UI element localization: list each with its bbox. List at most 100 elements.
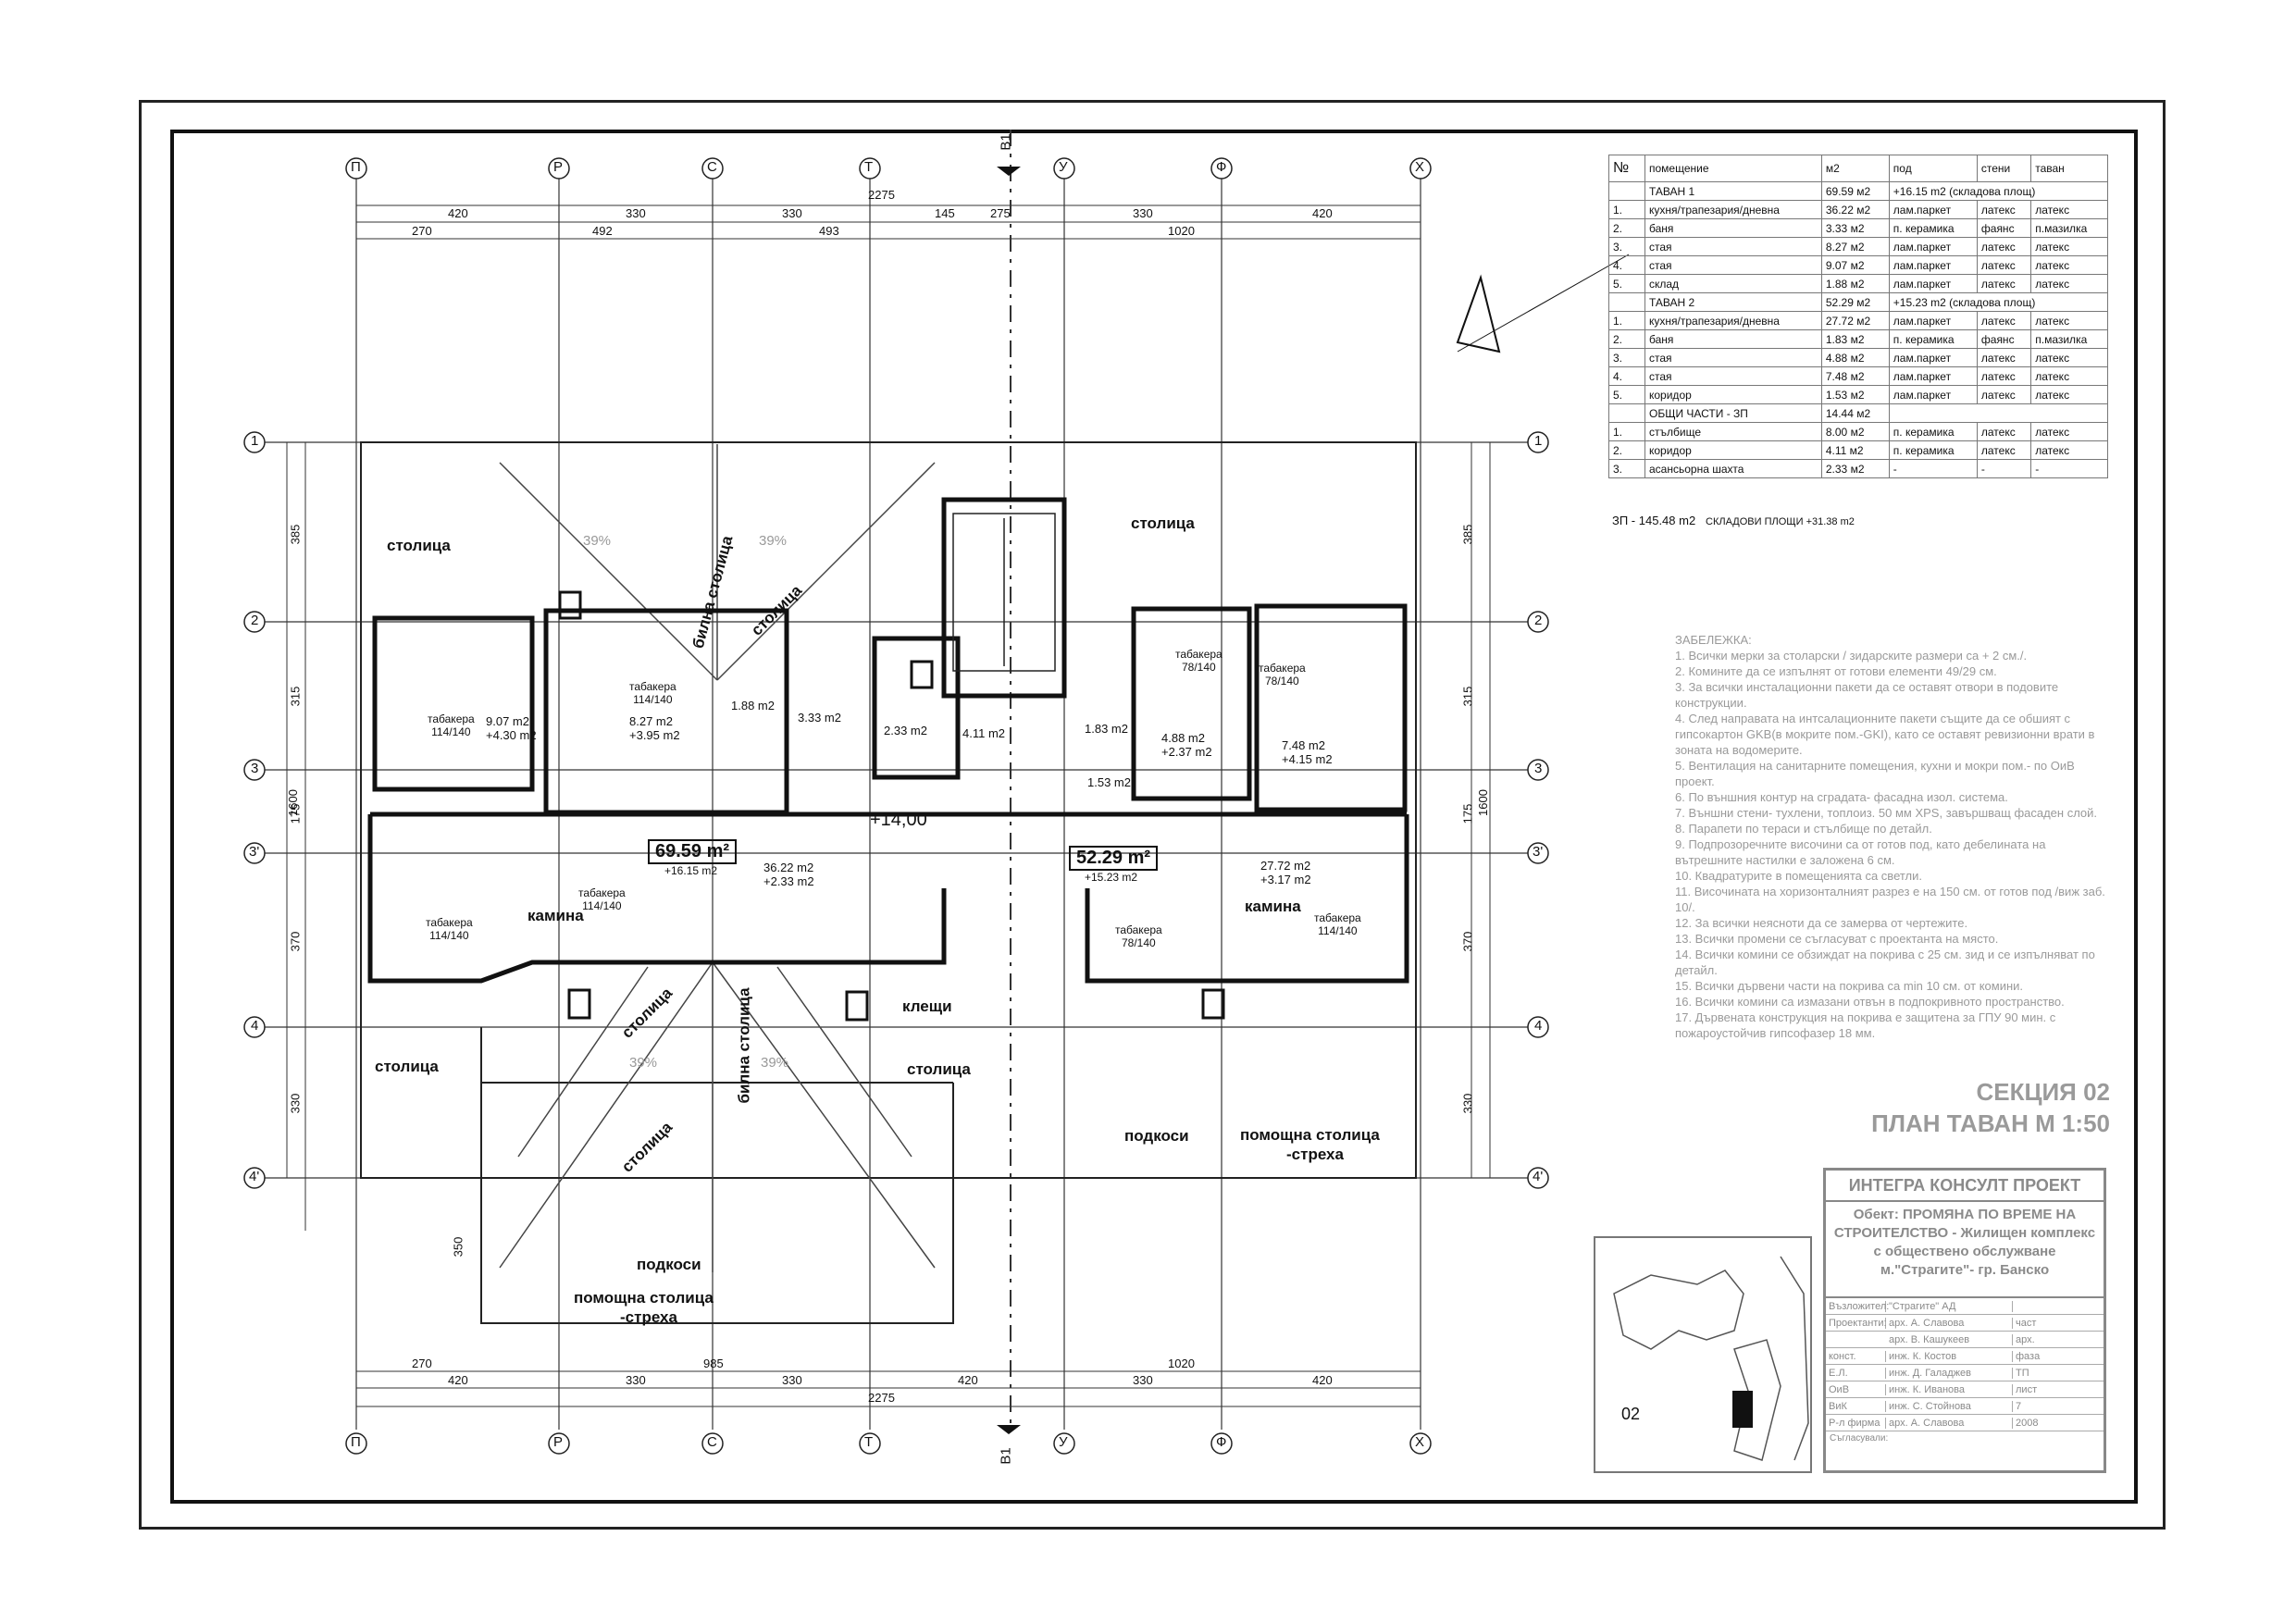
label-stolitsa: столица <box>375 1058 439 1075</box>
axis-label-side: 3 <box>1534 761 1543 776</box>
dim-side: 330 <box>1460 1093 1475 1114</box>
zp-summary: ЗП - 145.48 m2 <box>1612 514 1696 527</box>
room-label: 1.88 m2 <box>731 699 775 712</box>
label-pomoshtna-stolitsa: помощна столица <box>1240 1126 1380 1144</box>
label-stolitsa: столица <box>1131 514 1195 532</box>
dim-bottom: 1020 <box>1168 1357 1195 1370</box>
dim-top: 420 <box>448 206 468 220</box>
section-title: СЕКЦИЯ 02 ПЛАН ТАВАН М 1:50 <box>1832 1076 2110 1139</box>
label-kamina: камина <box>527 907 584 924</box>
label-pomoshtna-stolitsa: помощна столица <box>574 1289 714 1307</box>
axis-label-top: П <box>351 159 361 175</box>
dim-side-total: 1600 <box>1475 789 1490 816</box>
note-item: 2. Комините да се изпълнят от готови еле… <box>1675 664 1997 678</box>
side-label: Съгласували: <box>1830 1433 1889 1443</box>
area-tavan1-store: +16.15 m2 <box>664 864 718 877</box>
room-label: 9.07 m2+4.30 m2 <box>486 714 537 742</box>
note-item: 14. Всички комини се обзиждат на покрива… <box>1675 948 2095 977</box>
label-level: +14,00 <box>870 810 927 830</box>
dim-top: 145 <box>935 206 955 220</box>
notes-title: ЗАБЕЛЕЖКА: <box>1675 633 1752 647</box>
note-item: 15. Всички дървени части на покрива са m… <box>1675 979 2024 993</box>
axis-label-bottom: Т <box>864 1434 874 1450</box>
section-mark-top: B1 <box>998 133 1014 151</box>
area-tavan2: 52.29 m² <box>1069 846 1159 871</box>
storage-summary: СКЛАДОВИ ПЛОЩИ +31.38 m2 <box>1706 516 1855 527</box>
room-label: 1.53 m2 <box>1087 775 1131 789</box>
axis-label-bottom: Ф <box>1216 1434 1227 1450</box>
dim-top: 330 <box>626 206 646 220</box>
dim-bottom: 330 <box>1133 1373 1153 1387</box>
axis-label-bottom: У <box>1059 1434 1068 1450</box>
section-line-1: СЕКЦИЯ 02 <box>1976 1078 2111 1106</box>
section-line-2: ПЛАН ТАВАН М 1:50 <box>1871 1109 2110 1137</box>
room-label: 36.22 m2+2.33 m2 <box>763 861 814 888</box>
room-label: 3.33 m2 <box>798 711 841 725</box>
room-label: 8.27 m2+3.95 m2 <box>629 714 680 742</box>
dim-side: 370 <box>1460 931 1475 952</box>
room-label: 1.83 m2 <box>1085 722 1128 736</box>
note-item: 12. За всички неясноти да се замерва от … <box>1675 916 1968 930</box>
label-streha: -стреха <box>1286 1146 1344 1163</box>
dim-top: 493 <box>819 224 839 238</box>
dim-bottom: 330 <box>782 1373 802 1387</box>
dim-side: 175 <box>1460 803 1475 824</box>
axis-label-top: Х <box>1415 159 1425 175</box>
note-item: 5. Вентилация на санитарните помещения, … <box>1675 759 2075 788</box>
dim-top: 270 <box>412 224 432 238</box>
dim-bottom: 330 <box>626 1373 646 1387</box>
dim-total-top: 2275 <box>868 188 895 202</box>
room-label: 2.33 m2 <box>884 724 927 737</box>
axis-label-top: Р <box>553 159 564 175</box>
axis-label-side: 1 <box>251 433 259 449</box>
note-item: 7. Външни стени- тухлени, топлоиз. 50 мм… <box>1675 806 2098 820</box>
dim-side: 330 <box>288 1093 303 1114</box>
dim-top: 492 <box>592 224 613 238</box>
dim-bottom: 270 <box>412 1357 432 1370</box>
label-podkosi: подкоси <box>1124 1127 1189 1145</box>
axis-label-bottom: П <box>351 1434 361 1450</box>
inner-frame <box>170 130 2138 1504</box>
table-header: № помещение м2 под стени таван <box>1608 155 2108 182</box>
label-slope: 39% <box>761 1055 789 1071</box>
room-label: 4.88 m2+2.37 m2 <box>1161 731 1212 759</box>
section-mark-bottom: B1 <box>998 1447 1014 1465</box>
note-item: 13. Всички промени се съгласуват с проек… <box>1675 932 1999 946</box>
dim-side: 315 <box>1460 686 1475 707</box>
axis-label-side: 4' <box>249 1169 260 1184</box>
dim-total-bottom: 2275 <box>868 1391 895 1405</box>
axis-label-top: Т <box>864 159 874 175</box>
label-bilna-stolitsa: билна столица <box>735 987 753 1104</box>
dim-top: 330 <box>782 206 802 220</box>
area-summary: ЗП - 145.48 m2 СКЛАДОВИ ПЛОЩИ +31.38 m2 <box>1612 514 1855 527</box>
dim-top: 1020 <box>1168 224 1195 238</box>
label-slope: 39% <box>629 1055 658 1071</box>
note-item: 17. Дървената конструкция на покрива е з… <box>1675 1010 2056 1040</box>
note-item: 3. За всички инсталационни пакети да се … <box>1675 680 2059 710</box>
label-kamina: камина <box>1245 898 1301 915</box>
dim-side: 370 <box>288 931 303 952</box>
key-map-drawing <box>1613 1256 1809 1461</box>
label-kleshti: клещи <box>902 997 952 1015</box>
dim-side: 350 <box>451 1236 465 1258</box>
notes-block: ЗАБЕЛЕЖКА: 1. Всички мерки за столарски … <box>1675 632 2110 1041</box>
outer-frame <box>139 100 2166 1530</box>
note-item: 8. Парапети по тераси и стълбище по дета… <box>1675 822 1932 836</box>
